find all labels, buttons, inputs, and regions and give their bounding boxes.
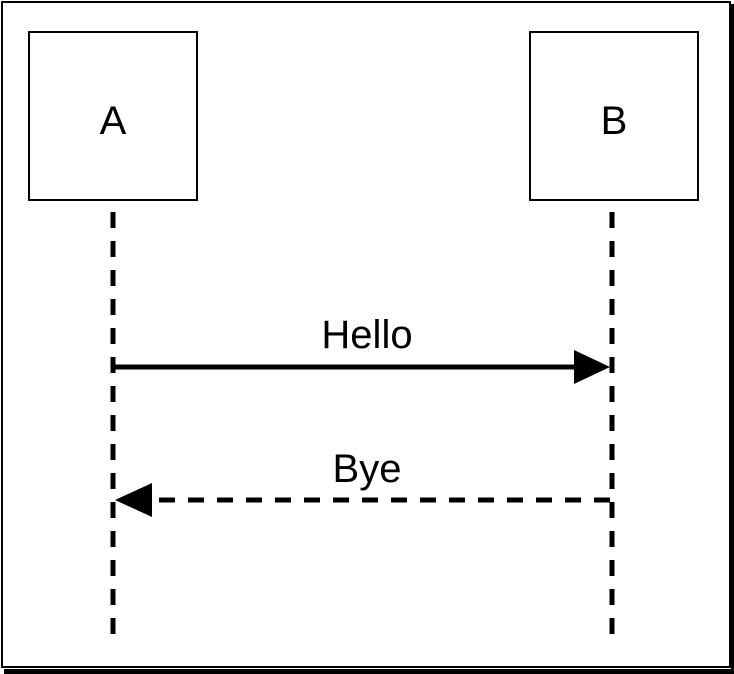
message-bye-label: Bye [333, 447, 402, 491]
message-hello-label: Hello [321, 313, 412, 357]
message-hello-arrowhead [574, 350, 610, 384]
frame-shadow-bottom [4, 669, 734, 674]
message-bye-arrowhead [115, 483, 152, 517]
participant-a-box[interactable] [28, 31, 198, 201]
participant-b-label: B [601, 99, 628, 143]
participant-b-box[interactable] [529, 31, 699, 201]
frame-shadow-right [731, 4, 734, 674]
participant-a-label: A [100, 99, 127, 143]
